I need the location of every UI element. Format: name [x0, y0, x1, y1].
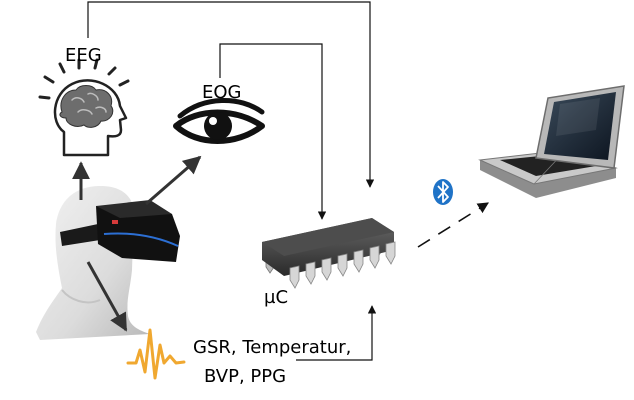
- eog-label: EOG: [202, 82, 242, 103]
- connection-sensors-to-uc: [296, 305, 377, 361]
- laptop-icon: [478, 85, 625, 198]
- bluetooth-icon: [433, 179, 453, 205]
- arrow-headset-to-eog: [145, 155, 202, 206]
- eye-icon: [173, 98, 265, 144]
- connection-eog-to-uc: [219, 43, 327, 220]
- arrow-headset-to-sensors: [86, 261, 128, 332]
- connection-wireless-to-laptop: [417, 202, 489, 248]
- vr-headset-icon: [36, 186, 180, 340]
- eeg-label: EEG: [65, 45, 102, 66]
- connection-eeg-to-uc: [87, 1, 375, 188]
- microcontroller-label: µC: [264, 287, 288, 308]
- signal-waveform-icon: [126, 328, 186, 380]
- head-brain-icon: [38, 58, 130, 157]
- sensors-label-line2: BVP, PPG: [204, 366, 286, 387]
- microchip-icon: [262, 218, 396, 289]
- sensors-label-line1: GSR, Temperatur,: [193, 337, 351, 358]
